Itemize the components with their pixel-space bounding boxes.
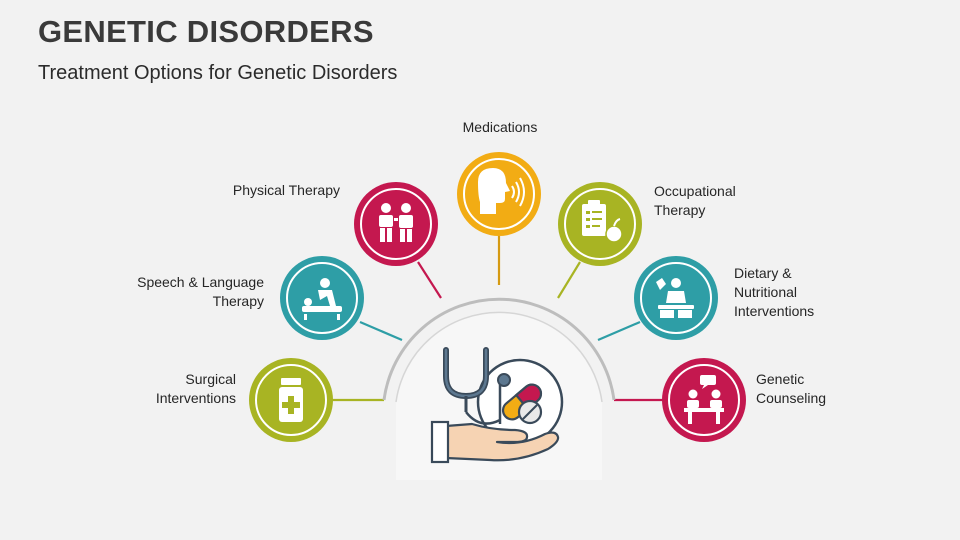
connector-occupational xyxy=(557,261,581,299)
clipboard-apple-icon xyxy=(582,200,623,243)
label-dietary: Dietary & Nutritional Interventions xyxy=(734,265,815,319)
label-occupational: Occupational Therapy xyxy=(654,183,736,218)
option-node-speech xyxy=(280,256,364,340)
option-node-dietary xyxy=(634,256,718,340)
label-genetic: Genetic Counseling xyxy=(756,371,827,406)
label-speech: Speech & Language Therapy xyxy=(137,274,264,309)
option-node-medications xyxy=(457,152,541,236)
connector-speech xyxy=(359,320,403,342)
counseling-desk-icon xyxy=(684,375,724,424)
massage-therapy-icon xyxy=(302,278,342,320)
label-surgical: Surgical Interventions xyxy=(155,371,236,406)
hand-stethoscope-pills-icon xyxy=(430,347,564,464)
label-physical: Physical Therapy xyxy=(232,182,340,198)
speaking-head-icon xyxy=(478,168,525,214)
page-subtitle: Treatment Options for Genetic Disorders xyxy=(38,62,398,84)
therapist-patient-icon xyxy=(379,203,413,242)
doctor-consultation-icon xyxy=(656,278,694,318)
label-medications: Medications xyxy=(462,119,538,135)
option-node-physical xyxy=(354,182,438,266)
medicine-bottle-icon xyxy=(279,378,303,422)
option-node-genetic xyxy=(662,358,746,442)
option-node-surgical xyxy=(249,358,333,442)
connectors xyxy=(321,236,664,402)
option-node-occupational xyxy=(558,182,642,266)
page-title: GENETIC DISORDERS xyxy=(38,14,374,49)
connector-physical xyxy=(417,261,442,299)
connector-dietary xyxy=(597,320,641,342)
